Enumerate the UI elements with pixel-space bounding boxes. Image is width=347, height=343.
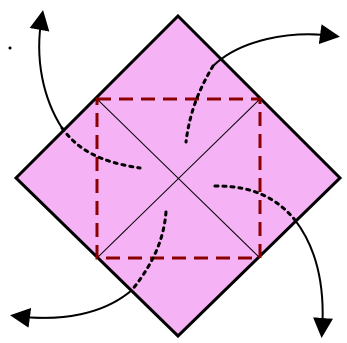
dotted-fold-upper-right [184, 64, 215, 144]
paper-diamond [13, 13, 343, 339]
dotted-fold-lower-right [213, 184, 297, 222]
curved-arrow-down-left-icon [10, 289, 133, 328]
dotted-fold-upper-left [60, 126, 142, 170]
diagonal-guide-2 [96, 98, 261, 259]
stray-dot [8, 46, 12, 50]
curved-arrow-down-right-icon [294, 219, 333, 338]
fold-square-dashed [95, 97, 262, 260]
curved-arrow-up-left-icon [29, 10, 63, 129]
dotted-fold-lower-left [130, 210, 168, 292]
curved-arrow-up-right-icon [212, 24, 340, 67]
